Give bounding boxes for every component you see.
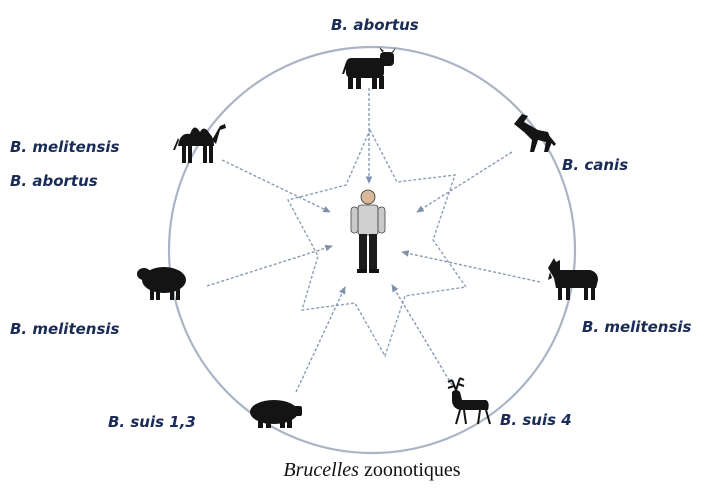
arrow-from-dog <box>417 152 512 212</box>
dog-icon <box>514 114 556 152</box>
cow-icon <box>342 47 396 89</box>
caption-plain-part: zoonotiques <box>359 459 461 481</box>
label-upper-left-species-2: B. abortus <box>10 172 98 190</box>
caption-italic-part: Brucelles <box>283 459 359 481</box>
camel-icon <box>173 124 226 163</box>
arrow-from-sheep <box>207 246 332 286</box>
pig-icon <box>250 400 302 428</box>
arrow-from-reindeer <box>392 285 452 385</box>
label-bottom-right-species: B. suis 4 <box>500 411 572 429</box>
goat-icon <box>548 258 598 300</box>
arrow-from-pig <box>296 287 345 392</box>
label-right-species: B. melitensis <box>582 318 692 336</box>
arrow-from-camel <box>222 160 330 212</box>
human-icon <box>351 190 385 273</box>
label-top-species: B. abortus <box>331 16 419 34</box>
label-left-species: B. melitensis <box>10 320 120 338</box>
diagram-caption: Brucelles zoonotiques <box>283 459 460 481</box>
arrow-from-goat <box>402 252 540 282</box>
label-bottom-left-species: B. suis 1,3 <box>108 413 196 431</box>
label-upper-left-species-1: B. melitensis <box>10 138 120 156</box>
label-upper-right-species: B. canis <box>562 156 628 174</box>
reindeer-icon <box>448 378 490 424</box>
sheep-icon <box>137 267 186 300</box>
